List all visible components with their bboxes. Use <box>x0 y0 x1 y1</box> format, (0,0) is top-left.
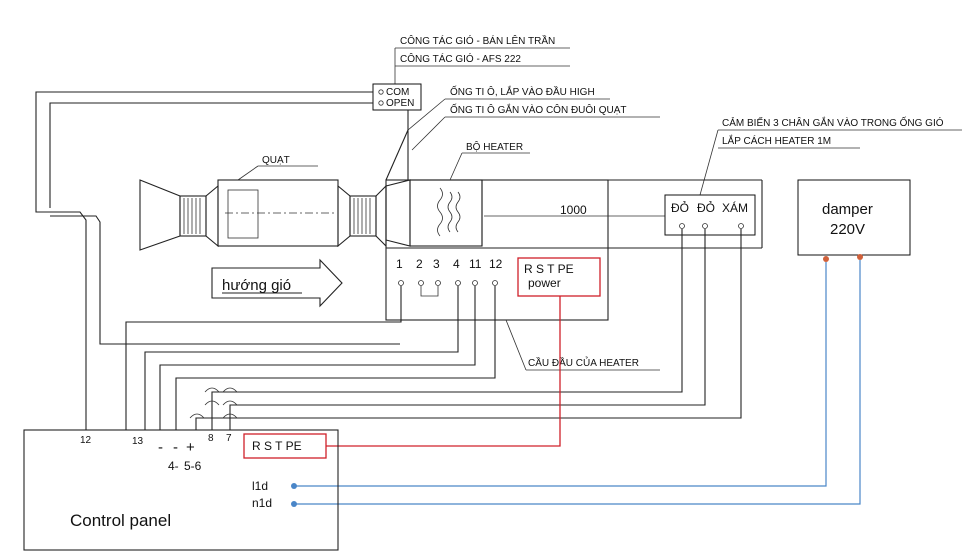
terminal-annotation: CẦU ĐẦU CỦA HEATER <box>505 319 660 371</box>
label-ong-ti-o-high: ỐNG TI Ô, LẮP VÀO ĐẦU HIGH <box>450 84 595 98</box>
terminal-2: 2 <box>416 257 423 271</box>
label-cong-tac-ban: CÔNG TÁC GIÓ - BÁN LÊN TRẦN <box>400 34 555 47</box>
terminal-1: 1 <box>396 257 403 271</box>
panel-terminal-8: 8 <box>208 433 214 444</box>
pitot-annotation: ỐNG TI Ô, LẮP VÀO ĐẦU HIGH ỐNG TI Ô GẮN … <box>407 84 660 151</box>
label-power: power <box>528 276 561 290</box>
panel-terminal-5-6: 5-6 <box>184 459 202 473</box>
panel-terminal-13: 13 <box>132 436 144 447</box>
label-xam: XÁM <box>722 200 748 215</box>
label-cam-bien-1: CẢM BIẾN 3 CHÂN GẮN VÀO TRONG ỐNG GIÓ <box>722 115 944 129</box>
label-distance: 1000 <box>560 203 587 217</box>
label-open: OPEN <box>386 98 414 109</box>
panel-terminal-4: 4- <box>168 459 179 473</box>
panel-minus-1: - <box>158 439 163 456</box>
damper-wire-l1d <box>294 262 827 487</box>
terminal-4: 4 <box>453 257 460 271</box>
duct-sensor: ĐỎ ĐỎ XÁM <box>608 179 763 249</box>
heater-coil-icon <box>437 187 461 237</box>
label-huong-gio: hướng gió <box>222 277 291 294</box>
label-com: COM <box>386 87 409 98</box>
damper-box: damper 220V <box>797 179 911 262</box>
heater-enclosure: BỘ HEATER 1000 <box>385 140 682 321</box>
label-cau-dau: CẦU ĐẦU CỦA HEATER <box>528 356 639 369</box>
label-ong-ti-o-con: ỐNG TI Ô GẮN VÀO CÔN ĐUÔI QUẠT <box>450 102 627 116</box>
panel-n1d: n1d <box>252 496 272 510</box>
label-quat: QUẠT <box>262 155 290 166</box>
terminal-12: 12 <box>489 257 503 271</box>
wires <box>35 91 742 430</box>
sensor-annotation: CẢM BIẾN 3 CHÂN GẮN VÀO TRONG ỐNG GIÓ LẮ… <box>699 115 962 196</box>
panel-title: Control panel <box>70 511 171 530</box>
panel-plus: + <box>186 439 195 456</box>
panel-terminal-12: 12 <box>80 435 92 446</box>
heater-terminal-block: 1 2 3 4 11 12 <box>396 257 503 297</box>
power-wire <box>326 296 561 447</box>
wind-switch-box: COM OPEN <box>372 83 422 111</box>
terminal-11: 11 <box>469 257 482 271</box>
label-do2: ĐỎ <box>697 200 715 215</box>
label-cam-bien-2: LẮP CÁCH HEATER 1M <box>722 134 831 147</box>
fan: QUẠT <box>139 155 387 251</box>
panel-terminal-7: 7 <box>226 433 232 444</box>
control-panel: 12 13 - - + 4- 5-6 8 7 R S T PE l1d n1d … <box>23 429 339 551</box>
label-cong-tac-afs: CÔNG TÁC GIÓ - AFS 222 <box>400 52 521 65</box>
label-damper-voltage: 220V <box>830 221 865 238</box>
panel-minus-2: - <box>173 439 178 456</box>
panel-l1d: l1d <box>252 479 268 493</box>
wire-crossovers <box>189 387 238 419</box>
label-bo-heater: BỘ HEATER <box>466 140 523 153</box>
label-do1: ĐỎ <box>671 200 689 215</box>
damper-wire-n1d <box>294 260 861 505</box>
heater-power-box: R S T PE power <box>517 257 601 297</box>
label-rstpe-power: R S T PE <box>524 262 574 276</box>
air-direction-arrow: hướng gió <box>211 258 343 308</box>
terminal-3: 3 <box>433 257 440 271</box>
label-damper: damper <box>822 201 873 218</box>
panel-rstpe: R S T PE <box>252 439 302 453</box>
wind-switch-annotation: CÔNG TÁC GIÓ - BÁN LÊN TRẦN CÔNG TÁC GIÓ… <box>394 34 570 84</box>
